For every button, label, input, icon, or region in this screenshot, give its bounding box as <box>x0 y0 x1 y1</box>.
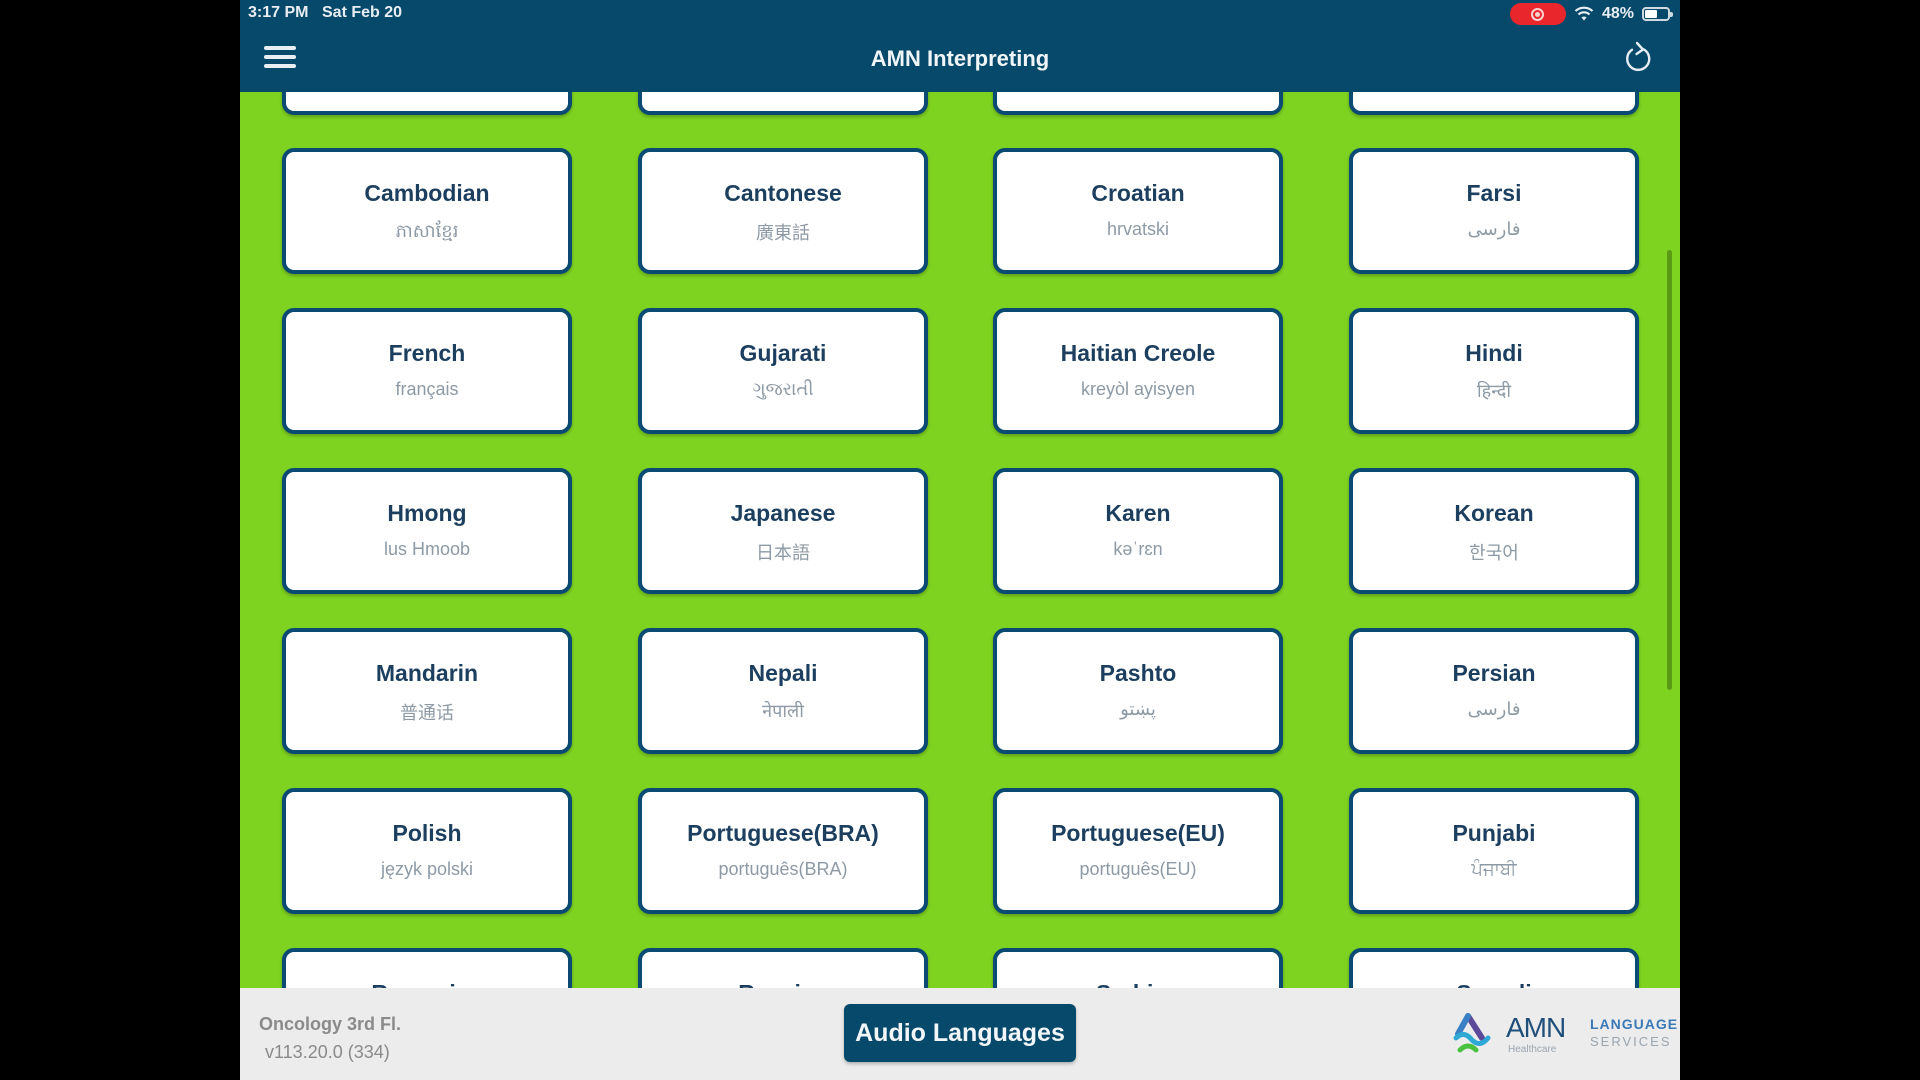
language-name: Korean <box>1454 500 1534 526</box>
hamburger-icon <box>264 46 296 50</box>
language-name: Cambodian <box>364 180 490 206</box>
language-native-name: 日本語 <box>756 543 810 563</box>
language-card[interactable]: Cambodian ភាសាខ្មែរ <box>282 148 572 274</box>
language-card[interactable]: Farsi فارسی <box>1349 148 1639 274</box>
language-name: Haitian Creole <box>1060 340 1216 366</box>
language-card[interactable]: Mandarin 普通话 <box>282 628 572 754</box>
language-card[interactable]: Portuguese(BRA) português(BRA) <box>638 788 928 914</box>
language-card[interactable]: Polish język polski <box>282 788 572 914</box>
language-native-name: ગુજરાતી <box>752 379 814 399</box>
app-window: Cambodian ភាសាខ្មែរ Cantonese 廣東話 Croatian hr… <box>240 0 1680 1080</box>
language-name: Portuguese(BRA) <box>687 820 879 846</box>
language-card[interactable]: Nepali नेपाली <box>638 628 928 754</box>
logo-brand: AMN <box>1506 1012 1566 1043</box>
scrollbar[interactable] <box>1667 250 1672 690</box>
screen-recording-icon[interactable] <box>1509 3 1566 25</box>
language-native-name: नेपाली <box>762 701 804 721</box>
audio-languages-button[interactable]: Audio Languages <box>844 1004 1076 1062</box>
language-name: Croatian <box>1091 180 1185 206</box>
language-native-name: język polski <box>380 859 474 879</box>
language-card[interactable]: Portuguese(EU) português(EU) <box>993 788 1283 914</box>
language-card[interactable]: Croatian hrvatski <box>993 148 1283 274</box>
language-name: Karen <box>1105 500 1171 526</box>
language-name: Portuguese(EU) <box>1051 820 1225 846</box>
language-native-name: فارسی <box>1467 219 1521 239</box>
language-native-name: پښتو <box>1120 699 1156 719</box>
language-name: Hindi <box>1465 340 1523 366</box>
language-native-name: فارسی <box>1467 699 1521 719</box>
language-card[interactable]: Karen kəˈrɛn <box>993 468 1283 594</box>
app-version: v113.20.0 (334) <box>265 1042 390 1062</box>
language-name: Japanese <box>730 500 836 526</box>
language-card[interactable]: Hmong lus Hmoob <box>282 468 572 594</box>
language-native-name: ភាសាខ្មែរ <box>395 221 459 241</box>
site-name: Oncology 3rd Fl. <box>259 1014 402 1034</box>
language-name: Polish <box>392 820 462 846</box>
language-native-name: 普通话 <box>400 703 454 723</box>
logo-line2: SERVICES <box>1590 1034 1672 1049</box>
language-native-name: ਪੰਜਾਬੀ <box>1471 859 1517 879</box>
language-native-name: hrvatski <box>1106 219 1169 239</box>
language-name: French <box>388 340 466 366</box>
status-time: 3:17 PM <box>248 4 309 21</box>
language-native-name: lus Hmoob <box>383 539 471 559</box>
language-native-name: français <box>395 379 459 399</box>
battery-icon <box>1642 7 1673 21</box>
language-name: Hmong <box>387 500 467 526</box>
language-card[interactable]: Japanese 日本語 <box>638 468 928 594</box>
logo-sub: Healthcare <box>1508 1044 1557 1055</box>
logo-line1: LANGUAGE <box>1590 1016 1679 1032</box>
language-native-name: kəˈrɛn <box>1113 539 1163 559</box>
language-native-name: 廣東話 <box>756 223 810 243</box>
language-native-name: 한국어 <box>1469 543 1519 563</box>
language-name: Farsi <box>1466 180 1522 206</box>
status-bar: 3:17 PM Sat Feb 20 48% <box>240 0 1680 26</box>
language-card[interactable]: Gujarati ગુજરાતી <box>638 308 928 434</box>
battery-percent: 48% <box>1601 5 1634 22</box>
language-card[interactable]: Hindi हिन्दी <box>1349 308 1639 434</box>
language-card[interactable]: Korean 한국어 <box>1349 468 1639 594</box>
language-native-name: português(BRA) <box>718 859 848 879</box>
language-card[interactable]: French français <box>282 308 572 434</box>
footer: Oncology 3rd Fl. v113.20.0 (334) Audio L… <box>240 988 1680 1080</box>
amn-logo-icon <box>1453 1013 1491 1053</box>
language-card[interactable]: Pashto پښتو <box>993 628 1283 754</box>
refresh-icon[interactable] <box>1620 40 1656 76</box>
header: 3:17 PM Sat Feb 20 48% AMN Interpreting <box>240 0 1680 92</box>
language-native-name: kreyòl ayisyen <box>1080 379 1196 399</box>
language-name: Pashto <box>1099 660 1177 686</box>
language-card[interactable]: Persian فارسی <box>1349 628 1639 754</box>
language-grid: Cambodian ភាសាខ្មែរ Cantonese 廣東話 Croatian hr… <box>240 0 1680 1080</box>
wifi-icon <box>1574 6 1594 21</box>
status-indicators: 48% <box>1509 3 1673 25</box>
language-card[interactable]: Cantonese 廣東話 <box>638 148 928 274</box>
language-card[interactable]: Haitian Creole kreyòl ayisyen <box>993 308 1283 434</box>
language-name: Persian <box>1452 660 1536 686</box>
language-name: Punjabi <box>1452 820 1536 846</box>
language-name: Nepali <box>748 660 818 686</box>
status-date: Sat Feb 20 <box>322 4 403 21</box>
language-name: Mandarin <box>375 660 479 686</box>
language-native-name: हिन्दी <box>1476 381 1511 401</box>
language-card[interactable]: Punjabi ਪੰਜਾਬੀ <box>1349 788 1639 914</box>
language-name: Cantonese <box>724 180 842 206</box>
hamburger-menu-button[interactable] <box>264 46 296 72</box>
language-name: Gujarati <box>739 340 827 366</box>
amn-language-services-logo: AMN Healthcare LANGUAGE SERVICES <box>1450 1010 1677 1060</box>
language-native-name: português(EU) <box>1079 859 1197 879</box>
page-title: AMN Interpreting <box>870 46 1050 71</box>
